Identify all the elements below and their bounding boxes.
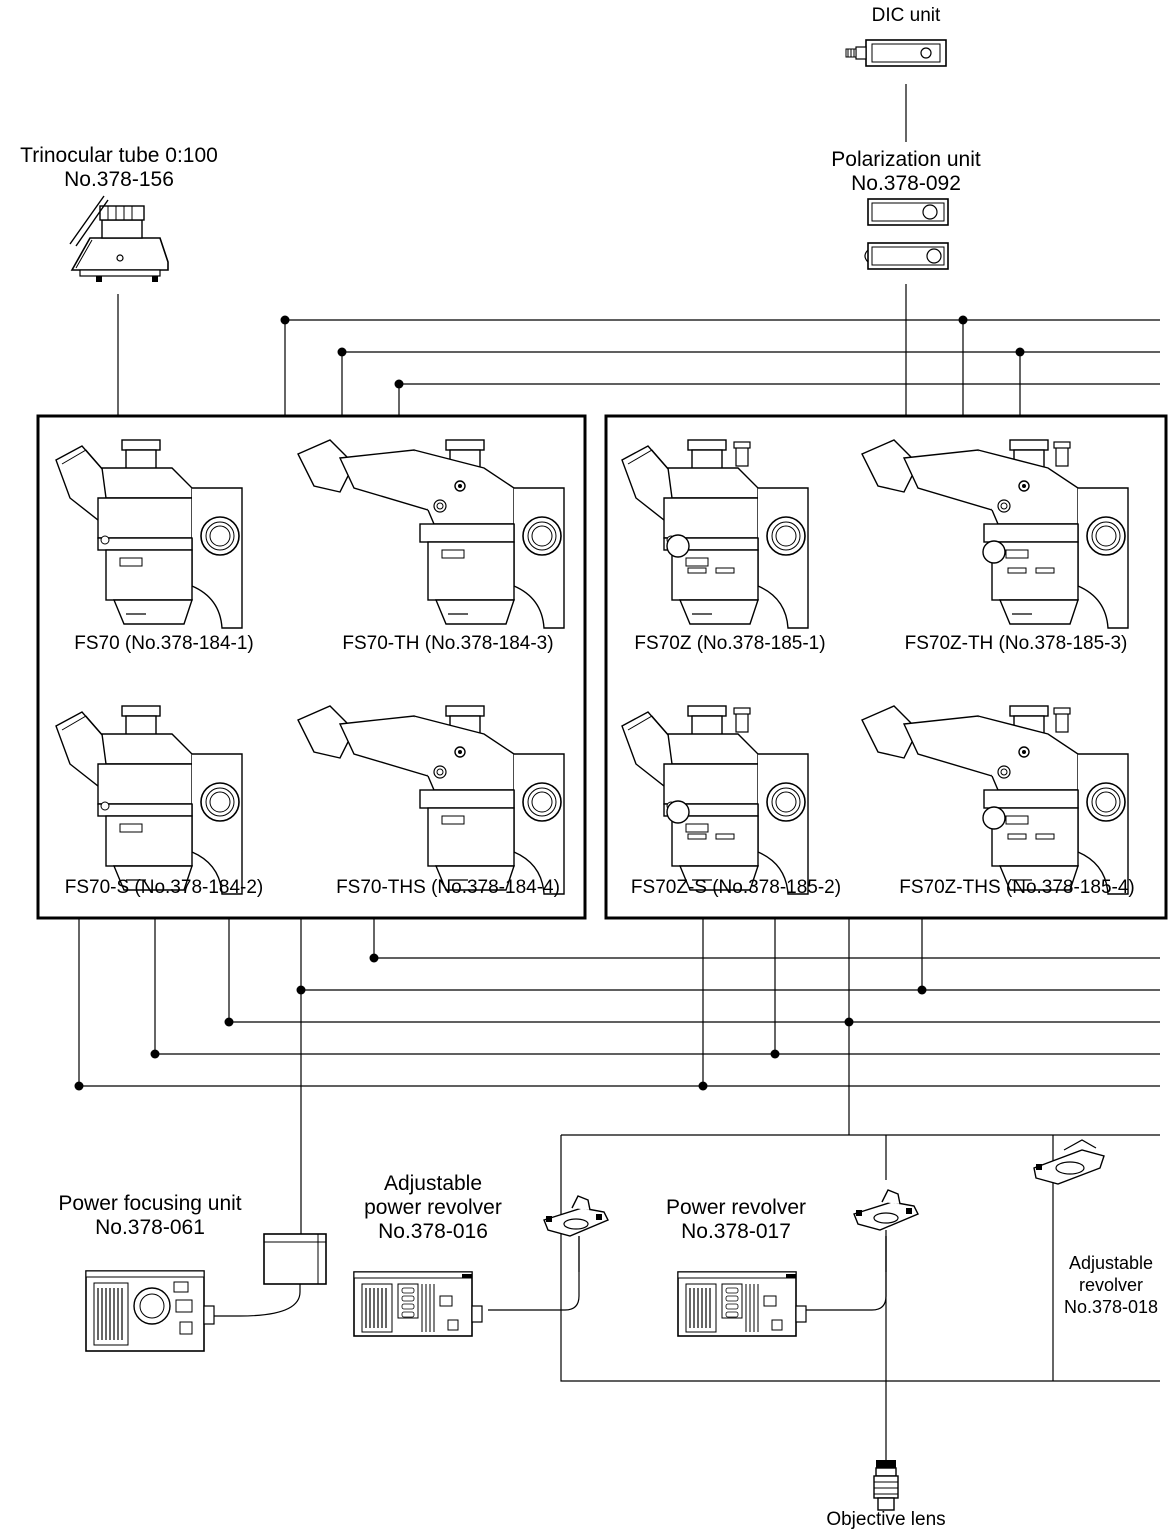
polarization-unit-illustration <box>864 198 949 270</box>
trinocular-tube-label: Trinocular tube 0:100 No.378-156 <box>4 144 234 192</box>
fs70z-th-microscope <box>862 440 1128 628</box>
power-revolver-label: Power revolver No.378-017 <box>636 1196 836 1244</box>
adjustable-power-revolver-number: No.378-016 <box>378 1220 488 1243</box>
fs70-group-box <box>36 414 587 920</box>
dic-unit-illustration <box>845 39 947 67</box>
trinocular-tube-illustration <box>69 195 169 282</box>
power-revolver-number: No.378-017 <box>681 1220 791 1243</box>
fs70z-s-microscope <box>622 706 808 894</box>
fs70z-ths-microscope <box>862 706 1128 894</box>
fs70-s-label: FS70-S (No.378-184-2) <box>64 877 264 898</box>
power-focusing-unit-number: No.378-061 <box>95 1216 205 1239</box>
adjustable-power-revolver-label: Adjustable power revolver No.378-016 <box>338 1172 528 1244</box>
adjustable-power-revolver-line2: power revolver <box>364 1196 502 1219</box>
adjustable-revolver-line2: revolver <box>1078 1275 1144 1295</box>
adjustable-revolver-number: No.378-018 <box>1063 1297 1159 1317</box>
dic-unit-label: DIC unit <box>871 5 941 26</box>
fs70z-microscope <box>622 440 808 628</box>
objective-lens-illustration <box>873 1460 899 1511</box>
fs70-s-microscope <box>55 705 243 895</box>
fs70z-th-label: FS70Z-TH (No.378-185-3) <box>904 633 1128 654</box>
polarization-unit-label: Polarization unit No.378-092 <box>806 148 1006 196</box>
adjustable-revolver-label: Adjustable revolver No.378-018 <box>1048 1252 1174 1318</box>
power-revolver-controller <box>677 1271 807 1337</box>
power-revolver-nosepiece <box>853 1189 919 1231</box>
objective-lens-label: Objective lens <box>826 1509 946 1530</box>
junction-dots <box>74 315 1025 1091</box>
fs70-th-label: FS70-TH (No.378-184-3) <box>342 633 554 654</box>
fs70-ths-microscope <box>297 705 565 895</box>
power-focusing-unit-label: Power focusing unit No.378-061 <box>30 1192 270 1240</box>
fs70-th-microscope <box>297 439 565 629</box>
trinocular-tube-number: No.378-156 <box>64 168 174 191</box>
adjustable-revolver-line1: Adjustable <box>1068 1253 1154 1273</box>
trinocular-tube-name: Trinocular tube 0:100 <box>20 144 218 167</box>
adjustable-power-revolver-nosepiece <box>543 1195 609 1237</box>
fs70-ths-label: FS70-THS (No.378-184-4) <box>336 877 560 898</box>
fs70z-s-label: FS70Z-S (No.378-185-2) <box>630 877 842 898</box>
fs70-microscope <box>55 439 243 629</box>
polarization-unit-name: Polarization unit <box>831 148 981 171</box>
power-focusing-unit-illustration <box>85 1233 327 1352</box>
fs70-label: FS70 (No.378-184-1) <box>74 633 254 654</box>
adjustable-power-revolver-line1: Adjustable <box>383 1172 483 1195</box>
power-focusing-unit-name: Power focusing unit <box>58 1192 242 1215</box>
fs70z-ths-label: FS70Z-THS (No.378-185-4) <box>899 877 1135 898</box>
fs70z-label: FS70Z (No.378-185-1) <box>634 633 826 654</box>
fs70z-group-box <box>604 414 1168 920</box>
adjustable-revolver-nosepiece <box>1033 1139 1105 1185</box>
polarization-unit-number: No.378-092 <box>851 172 961 195</box>
power-revolver-name: Power revolver <box>665 1196 807 1219</box>
adjustable-power-revolver-controller <box>353 1271 483 1337</box>
